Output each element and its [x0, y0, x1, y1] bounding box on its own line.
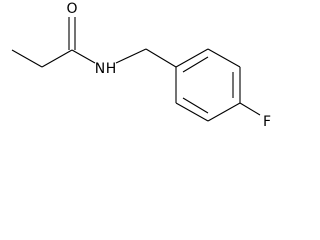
bond-carbonyl-nitrogen [71, 49, 96, 64]
bond-nitrogen-methylene [115, 48, 147, 64]
oxygen-label: O [66, 1, 77, 17]
ring-inner-bond-1 [182, 56, 209, 73]
ring-bond-2 [207, 48, 241, 68]
structural-formula: O N H F [11, 1, 271, 130]
nitrogen-label: N [95, 61, 105, 77]
ring-bond-1 [175, 48, 209, 68]
ring-inner-bond-3 [182, 97, 209, 114]
ring-bond-4 [207, 102, 241, 122]
fluorine-label: F [263, 114, 271, 130]
hydrogen-label: H [106, 61, 117, 77]
bond-ch2-carbonyl [41, 49, 73, 68]
bond-ch3-ch2 [11, 49, 43, 68]
bond-ring-fluorine [239, 102, 261, 116]
bond-methylene-ring [145, 48, 177, 68]
ring-bond-5 [175, 102, 209, 122]
